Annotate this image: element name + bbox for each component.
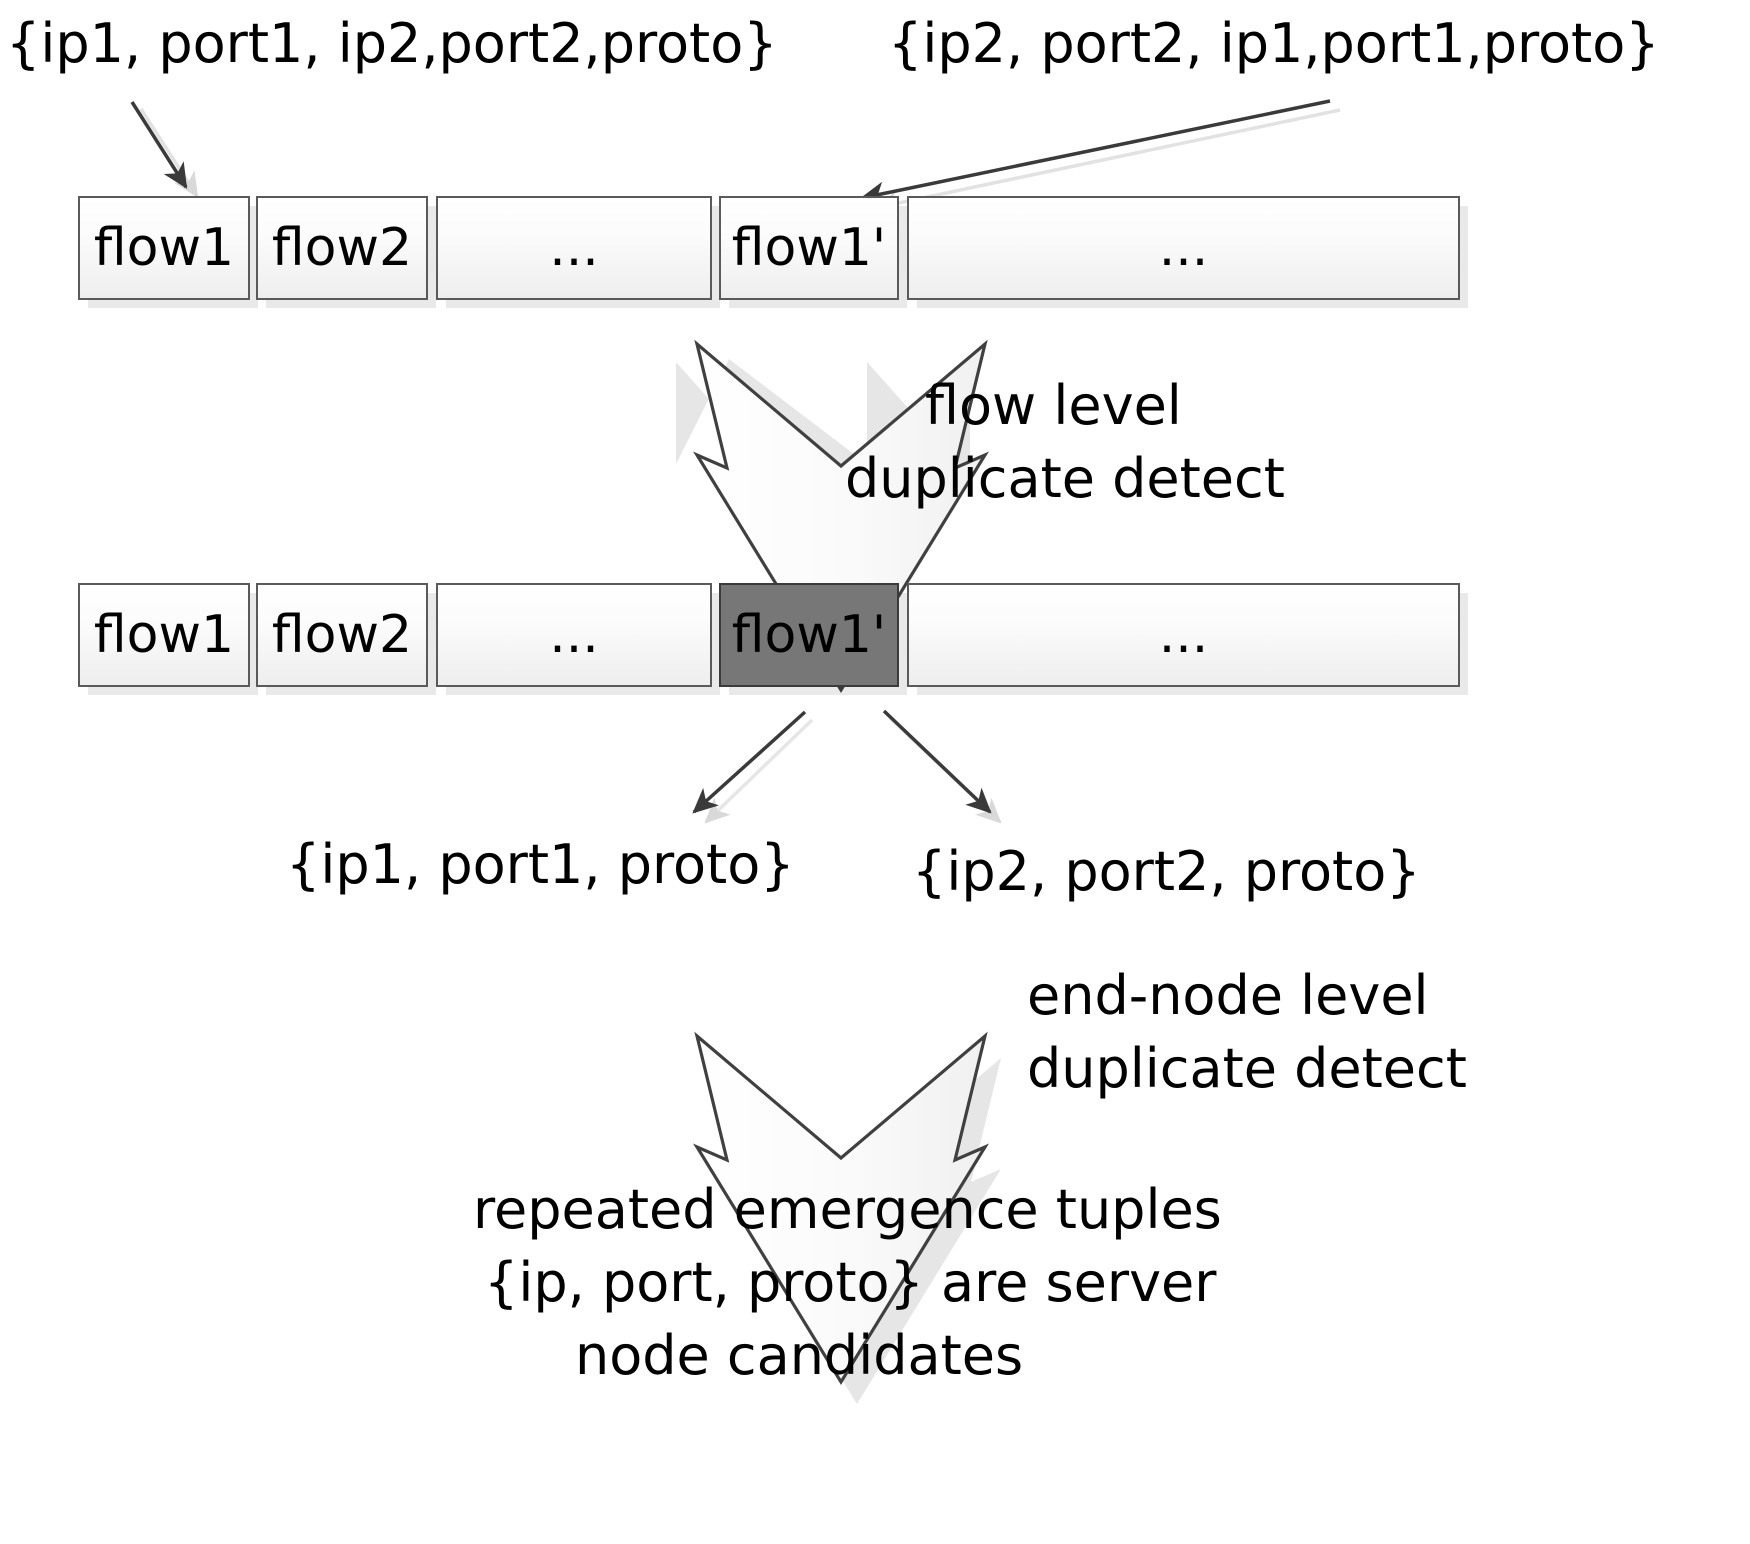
leader-top-right: [859, 99, 1341, 215]
tuple-label-top-right: {ip2, port2, ip1,port1,proto}: [888, 12, 1660, 75]
connector-left-tuple: [692, 710, 814, 824]
flow-box-1-ellipsis-b[interactable]: ...: [907, 196, 1460, 300]
tuple-label-bottom-left: {ip1, port1, proto}: [286, 833, 795, 896]
flow-box-2-flow2[interactable]: flow2: [256, 583, 428, 687]
process-label-flow-level-line1: flow level: [925, 374, 1182, 437]
conclusion-line-1: repeated emergence tuples: [473, 1178, 1222, 1241]
leader-top-left: [130, 101, 199, 198]
tuple-label-top-left: {ip1, port1, ip2,port2,proto}: [6, 12, 778, 75]
flow-box-1-flow2[interactable]: flow2: [256, 196, 428, 300]
flow-box-2-ellipsis-b[interactable]: ...: [907, 583, 1460, 687]
flow-box-1-ellipsis-a[interactable]: ...: [436, 196, 712, 300]
tuple-label-bottom-right: {ip2, port2, proto}: [912, 840, 1421, 903]
process-label-end-node-level-line2: duplicate detect: [1027, 1037, 1467, 1100]
conclusion-line-2: {ip, port, proto} are server: [484, 1251, 1217, 1314]
conclusion-line-3: node candidates: [575, 1324, 1024, 1387]
flow-box-1-flow1-prime[interactable]: flow1': [719, 196, 899, 300]
flow-box-2-ellipsis-a[interactable]: ...: [436, 583, 712, 687]
process-label-end-node-level-line1: end-node level: [1027, 964, 1429, 1027]
flow-box-2-flow1[interactable]: flow1: [78, 583, 250, 687]
flow-box-1-flow1[interactable]: flow1: [78, 196, 250, 300]
process-label-flow-level-line2: duplicate detect: [845, 447, 1285, 510]
flow-box-2-flow1-prime-highlighted[interactable]: flow1': [719, 583, 899, 687]
connector-right-tuple: [882, 709, 1002, 824]
